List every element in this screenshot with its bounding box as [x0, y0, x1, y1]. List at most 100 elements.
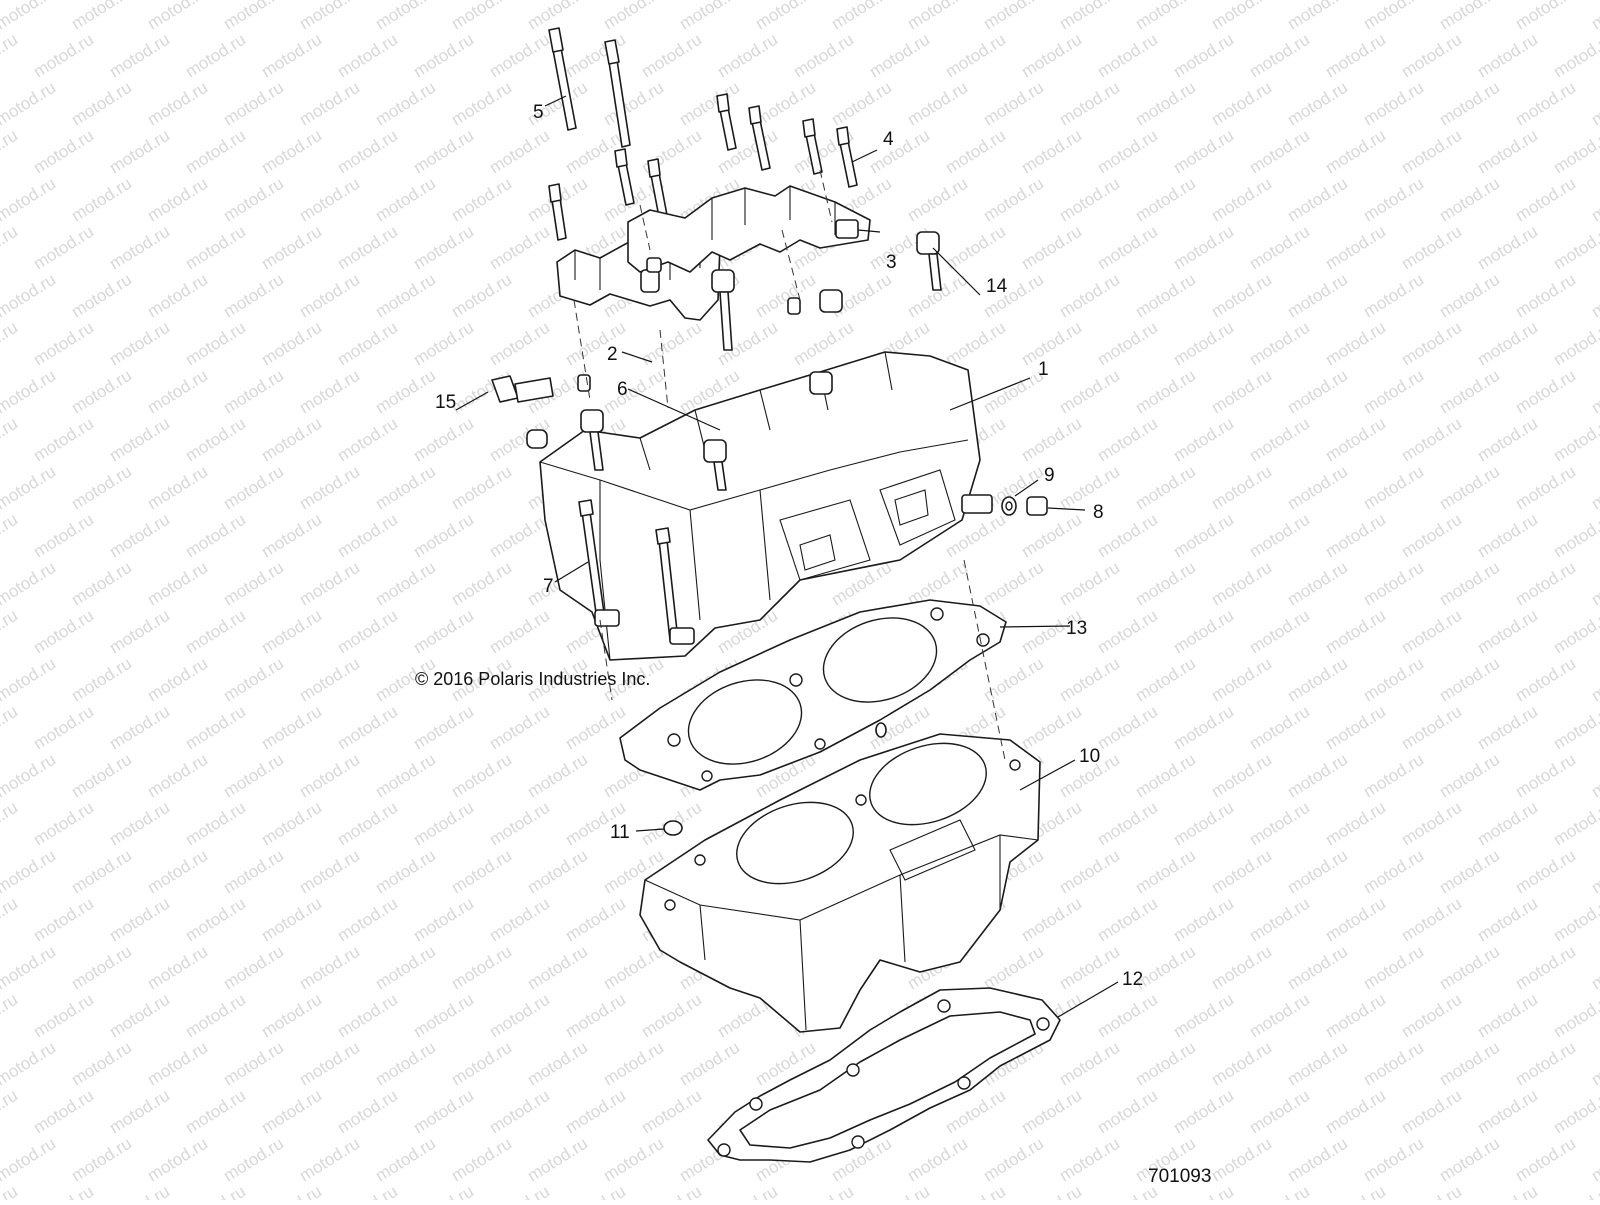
watermark-text: motod.ru	[1094, 606, 1161, 658]
watermark-text: motod.ru	[1094, 894, 1161, 946]
watermark-text: motod.ru	[296, 462, 363, 514]
watermark-text: motod.ru	[106, 30, 173, 82]
watermark-text: motod.ru	[68, 78, 135, 130]
watermark-text: motod.ru	[30, 798, 97, 850]
watermark-text: motod.ru	[752, 270, 819, 322]
watermark-text: motod.ru	[1588, 270, 1600, 322]
watermark-text: motod.ru	[448, 78, 515, 130]
watermark-text: motod.ru	[1094, 702, 1161, 754]
watermark-text: motod.ru	[334, 1086, 401, 1138]
watermark-text: motod.ru	[638, 990, 705, 1042]
watermark-text: motod.ru	[220, 366, 287, 418]
watermark-text: motod.ru	[296, 558, 363, 610]
watermark-text: motod.ru	[296, 270, 363, 322]
watermark-text: motod.ru	[296, 1134, 363, 1186]
watermark-text: motod.ru	[410, 510, 477, 562]
watermark-text: motod.ru	[258, 318, 325, 370]
watermark-text: motod.ru	[0, 510, 21, 562]
watermark-text: motod.ru	[752, 0, 819, 33]
watermark-text: motod.ru	[1246, 30, 1313, 82]
watermark-text: motod.ru	[1398, 894, 1465, 946]
watermark-text: motod.ru	[1322, 606, 1389, 658]
watermark-text: motod.ru	[220, 0, 287, 33]
callout-10: 10	[1079, 746, 1100, 767]
watermark-text: motod.ru	[1474, 222, 1541, 274]
watermark-text: motod.ru	[638, 1086, 705, 1138]
watermark-text: motod.ru	[1056, 846, 1123, 898]
watermark-text: motod.ru	[1170, 222, 1237, 274]
watermark-text: motod.ru	[296, 174, 363, 226]
watermark-text: motod.ru	[866, 30, 933, 82]
watermark-text: motod.ru	[980, 558, 1047, 610]
watermark-text: motod.ru	[144, 1038, 211, 1090]
watermark-text: motod.ru	[1360, 462, 1427, 514]
watermark-text: motod.ru	[1246, 606, 1313, 658]
watermark-text: motod.ru	[1132, 750, 1199, 802]
watermark-text: motod.ru	[1170, 1086, 1237, 1138]
watermark-text: motod.ru	[714, 1182, 781, 1200]
watermark-text: motod.ru	[448, 174, 515, 226]
watermark-text: motod.ru	[1284, 462, 1351, 514]
watermark-text: motod.ru	[1208, 750, 1275, 802]
watermark-text: motod.ru	[1170, 606, 1237, 658]
watermark-text: motod.ru	[1284, 0, 1351, 33]
watermark-text: motod.ru	[1322, 702, 1389, 754]
watermark-text: motod.ru	[1588, 750, 1600, 802]
watermark-text: motod.ru	[486, 798, 553, 850]
watermark-text: motod.ru	[220, 942, 287, 994]
watermark-text: motod.ru	[334, 702, 401, 754]
watermark-text: motod.ru	[334, 126, 401, 178]
watermark-text: motod.ru	[0, 30, 21, 82]
watermark-text: motod.ru	[448, 0, 515, 33]
watermark-text: motod.ru	[1550, 990, 1600, 1042]
callout-14: 14	[986, 276, 1008, 297]
dowels	[577, 257, 801, 392]
watermark-text: motod.ru	[1094, 798, 1161, 850]
watermark-text: motod.ru	[296, 750, 363, 802]
watermark-text: motod.ru	[1284, 1134, 1351, 1186]
watermark-text: motod.ru	[1322, 222, 1389, 274]
watermark-text: motod.ru	[1284, 942, 1351, 994]
watermark-text: motod.ru	[372, 174, 439, 226]
watermark-text: motod.ru	[1474, 414, 1541, 466]
watermark-text: motod.ru	[0, 222, 21, 274]
watermark-text: motod.ru	[1550, 222, 1600, 274]
watermark-text: motod.ru	[1550, 318, 1600, 370]
watermark-text: motod.ru	[1322, 414, 1389, 466]
watermark-text: motod.ru	[410, 894, 477, 946]
watermark-text: motod.ru	[1436, 366, 1503, 418]
watermark-text: motod.ru	[1246, 1086, 1313, 1138]
watermark-text: motod.ru	[1246, 222, 1313, 274]
watermark-text: motod.ru	[30, 222, 97, 274]
watermark-text: motod.ru	[106, 318, 173, 370]
watermark-text: motod.ru	[1550, 510, 1600, 562]
watermark-text: motod.ru	[372, 78, 439, 130]
watermark-text: motod.ru	[1208, 1038, 1275, 1090]
watermark-text: motod.ru	[220, 78, 287, 130]
watermark-text: motod.ru	[372, 270, 439, 322]
watermark-text: motod.ru	[220, 1038, 287, 1090]
watermark-text: motod.ru	[68, 174, 135, 226]
watermark-text: motod.ru	[1588, 78, 1600, 130]
copyright-notice: © 2016 Polaris Industries Inc.	[415, 669, 650, 689]
watermark-text: motod.ru	[1322, 990, 1389, 1042]
watermark-text: motod.ru	[372, 462, 439, 514]
watermark-text: motod.ru	[448, 462, 515, 514]
watermark-text: motod.ru	[1284, 366, 1351, 418]
watermark-text: motod.ru	[334, 798, 401, 850]
watermark-text: motod.ru	[372, 366, 439, 418]
watermark-text: motod.ru	[1588, 558, 1600, 610]
watermark-text: motod.ru	[1550, 606, 1600, 658]
watermark-text: motod.ru	[334, 318, 401, 370]
watermark-text: motod.ru	[1436, 462, 1503, 514]
watermark-text: motod.ru	[0, 654, 59, 706]
watermark-text: motod.ru	[1208, 654, 1275, 706]
watermark-text: motod.ru	[1474, 606, 1541, 658]
watermark-text: motod.ru	[334, 990, 401, 1042]
watermark-text: motod.ru	[980, 1134, 1047, 1186]
watermark-text: motod.ru	[410, 1086, 477, 1138]
watermark-text: motod.ru	[1056, 942, 1123, 994]
watermark-text: motod.ru	[30, 126, 97, 178]
callout-9: 9	[1044, 465, 1055, 486]
watermark-text: motod.ru	[562, 894, 629, 946]
